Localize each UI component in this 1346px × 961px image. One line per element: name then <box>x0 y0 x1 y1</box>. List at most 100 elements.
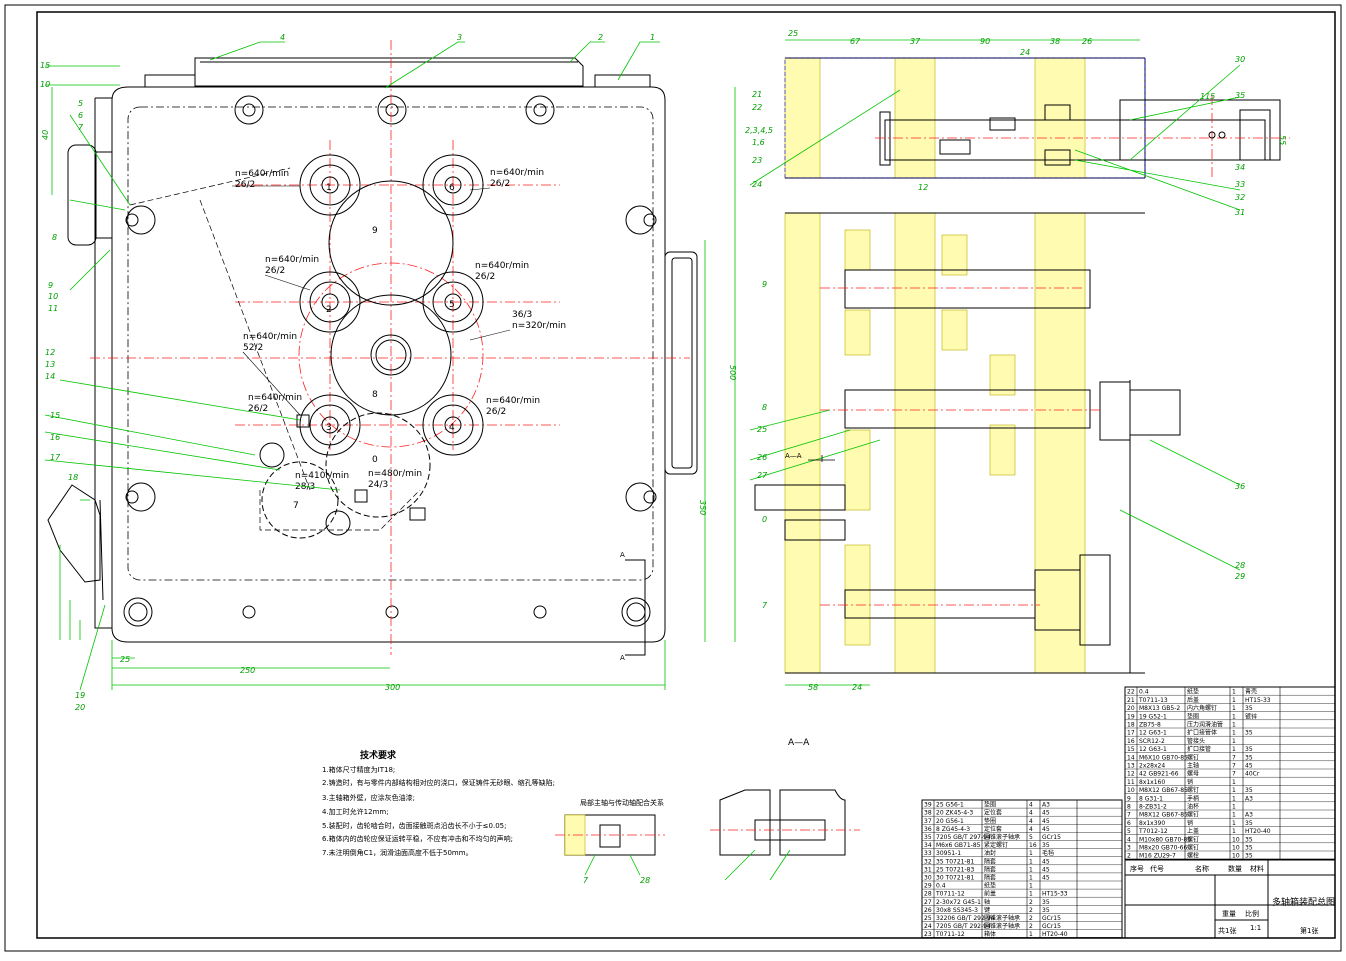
callout: 7 <box>762 601 768 610</box>
bom-cell-no: 10 <box>1127 787 1135 794</box>
bom-cell-no: 39 <box>924 802 932 809</box>
speed-label: n=640r/min <box>243 332 297 342</box>
bom-cell-mat: HT15-33 <box>1245 697 1271 704</box>
callout: 17 <box>50 453 61 462</box>
gear-no: 2 <box>326 305 332 315</box>
bom-cell-mat: GCr15 <box>1042 915 1061 922</box>
bom-cell-code: 25 G56-1 <box>936 802 964 809</box>
bom-cell-name: 内六角螺钉 <box>1187 704 1217 712</box>
bom-cell-name: 紧定螺钉 <box>984 841 1008 849</box>
bom-cell-name: 轴 <box>984 898 990 906</box>
callout: 3 <box>457 33 462 42</box>
callout: 27 <box>757 471 768 480</box>
bom-cell-mat: 35 <box>1042 842 1050 849</box>
ratio-label: 26/2 <box>248 404 268 414</box>
bom-cell-name: 油封 <box>984 849 996 857</box>
bom-cell-code: 7205 GB/T 292-94 <box>936 923 991 930</box>
ratio-label: 36/3 <box>512 310 532 320</box>
bom-cell-mat: 35 <box>1245 787 1253 794</box>
gear-no: 7 <box>293 501 299 511</box>
bom-cell-no: 36 <box>924 826 932 833</box>
ratio-label: 26/2 <box>490 179 510 189</box>
dim-26: 26 <box>1082 37 1092 46</box>
bom-cell-name: 隔套 <box>984 857 996 865</box>
bom-cell-mat: GCr15 <box>1042 834 1061 841</box>
bom-cell-code: ZB75-8 <box>1139 722 1161 729</box>
callout: 13 <box>45 360 55 369</box>
bom-cell-name: 螺钉 <box>1187 835 1199 843</box>
section-label: A—A <box>785 452 802 460</box>
bom-cell-mat: GCr15 <box>1042 923 1061 930</box>
callout: 26 <box>757 453 767 462</box>
bom-cell-no: 24 <box>924 923 932 930</box>
speed-label: n=410r/min <box>295 471 349 481</box>
bom-cell-code: 32206 GB/T 292-94 <box>936 915 995 922</box>
housing-bolt-holes <box>123 95 657 627</box>
speed-label: n=640r/min <box>490 168 544 178</box>
section-mark: A <box>620 551 625 559</box>
bom-cell-name: 销 <box>1187 819 1193 827</box>
bom-cell-qty: 1 <box>1232 820 1236 827</box>
ratio-label: 26/2 <box>235 180 255 190</box>
bom-cell-mat: 35 <box>1245 853 1253 860</box>
bom-cell-code: M8X12 GB67-85 <box>1139 812 1188 819</box>
tech-line: 2.铸造时，有与零件内部结构相对应的浇口，保证铸件无砂眼、缩孔等缺陷; <box>322 778 555 787</box>
dim-58: 58 <box>808 683 818 692</box>
bom-cell-qty: 1 <box>1232 787 1236 794</box>
callout: 6 <box>78 111 83 120</box>
bom-cell-name: 扩口接管 <box>1187 745 1211 753</box>
bom-cell-mat: A3 <box>1245 812 1253 819</box>
bom-cell-qty: 1 <box>1232 746 1236 753</box>
callout: 14 <box>45 372 55 381</box>
bom-cell-name: 定位套 <box>984 825 1002 833</box>
bom-cell-qty: 2 <box>1029 923 1033 930</box>
callout: 5 <box>78 99 83 108</box>
bom-cell-code: T0711-12 <box>935 931 965 938</box>
section-mark: A <box>620 654 625 662</box>
bom-cell-no: 19 <box>1127 713 1135 720</box>
bom-cell-qty: 4 <box>1029 826 1033 833</box>
bom-cell-no: 30 <box>924 875 932 882</box>
bom-cell-code: 7205 GB/T 297-94 <box>936 834 991 841</box>
bom-cell-code: 8 G31-1 <box>1139 795 1163 802</box>
bom-cell-no: 8 <box>1127 804 1131 811</box>
bom-cell-no: 23 <box>924 931 932 938</box>
bom-cell-code: 8-ZB31-2 <box>1139 804 1167 811</box>
bom-cell-code: T0711-13 <box>1138 697 1168 704</box>
bom-cell-code: 30 T0721-81 <box>936 875 974 882</box>
bom-cell-qty: 10 <box>1232 853 1240 860</box>
bom-cell-mat: A3 <box>1042 802 1050 809</box>
drawing-name: 多轴箱装配总图 <box>1272 896 1335 908</box>
detail-caption: 局部主轴与传动轴配合关系 <box>580 798 664 807</box>
gear-no: 6 <box>449 183 455 193</box>
ratio-label: 28/3 <box>295 482 315 492</box>
bom-cell-no: 22 <box>1127 689 1135 696</box>
bom-cell-qty: 2 <box>1029 899 1033 906</box>
callout: 36 <box>1235 482 1245 491</box>
bom-cell-name: 螺栓 <box>1187 852 1199 860</box>
callout: 2,3,4,5 <box>745 126 773 135</box>
speed-label: n=640r/min <box>248 393 302 403</box>
bom-cell-qty: 1 <box>1232 779 1236 786</box>
bom-cell-no: 6 <box>1127 820 1131 827</box>
bom-cell-qty: 7 <box>1232 763 1236 770</box>
bom-cell-code: 30951-1 <box>936 850 961 857</box>
bom-cell-mat: HT20-40 <box>1042 931 1068 938</box>
weight-label: 重量 <box>1222 910 1236 918</box>
bom-cell-code: 12 G63-1 <box>1139 746 1167 753</box>
bom-header: 序号 <box>1130 864 1144 873</box>
gear-no: 9 <box>372 226 378 236</box>
callout: 20 <box>75 703 85 712</box>
callout: 28 <box>640 876 650 885</box>
bom-cell-code: M8X12 GB67-85 <box>1139 787 1188 794</box>
dim-37: 37 <box>910 37 921 46</box>
scale-value: 1:1 <box>1250 924 1261 932</box>
bom-cell-name: 销 <box>1187 778 1193 786</box>
dim-24: 24 <box>852 683 862 692</box>
detail-view-left: 局部主轴与传动轴配合关系 7 28 <box>555 798 665 885</box>
bom-cell-no: 12 <box>1127 771 1135 778</box>
tech-line: 5.装配时，齿轮啮合时，齿面接触斑点沿齿长不小于≤0.05; <box>322 821 507 830</box>
callout: 25 <box>757 425 767 434</box>
bom-cell-name: 圆锥滚子轴承 <box>984 914 1020 922</box>
